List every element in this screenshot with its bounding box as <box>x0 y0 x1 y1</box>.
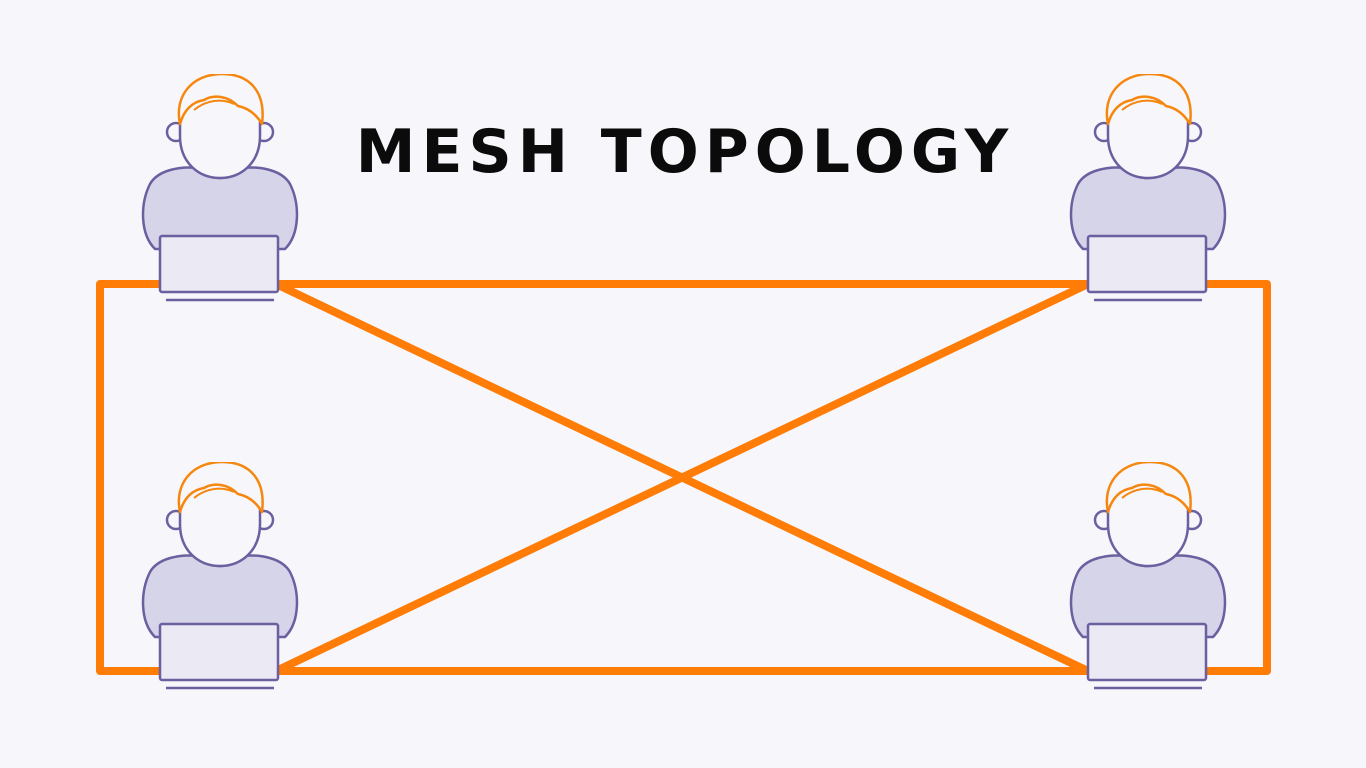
diagram-title: MESH TOPOLOGY <box>355 117 1015 187</box>
links-layer <box>96 280 1271 675</box>
link-top-left-to-bottom-left <box>96 280 168 675</box>
link-top-right-to-bottom-right <box>1200 280 1271 675</box>
node-bottom-right-person-with-laptop-icon <box>1069 462 1227 690</box>
link-bottom-left-to-top-right <box>272 280 1092 675</box>
node-bottom-left-person-with-laptop-icon <box>141 462 299 690</box>
